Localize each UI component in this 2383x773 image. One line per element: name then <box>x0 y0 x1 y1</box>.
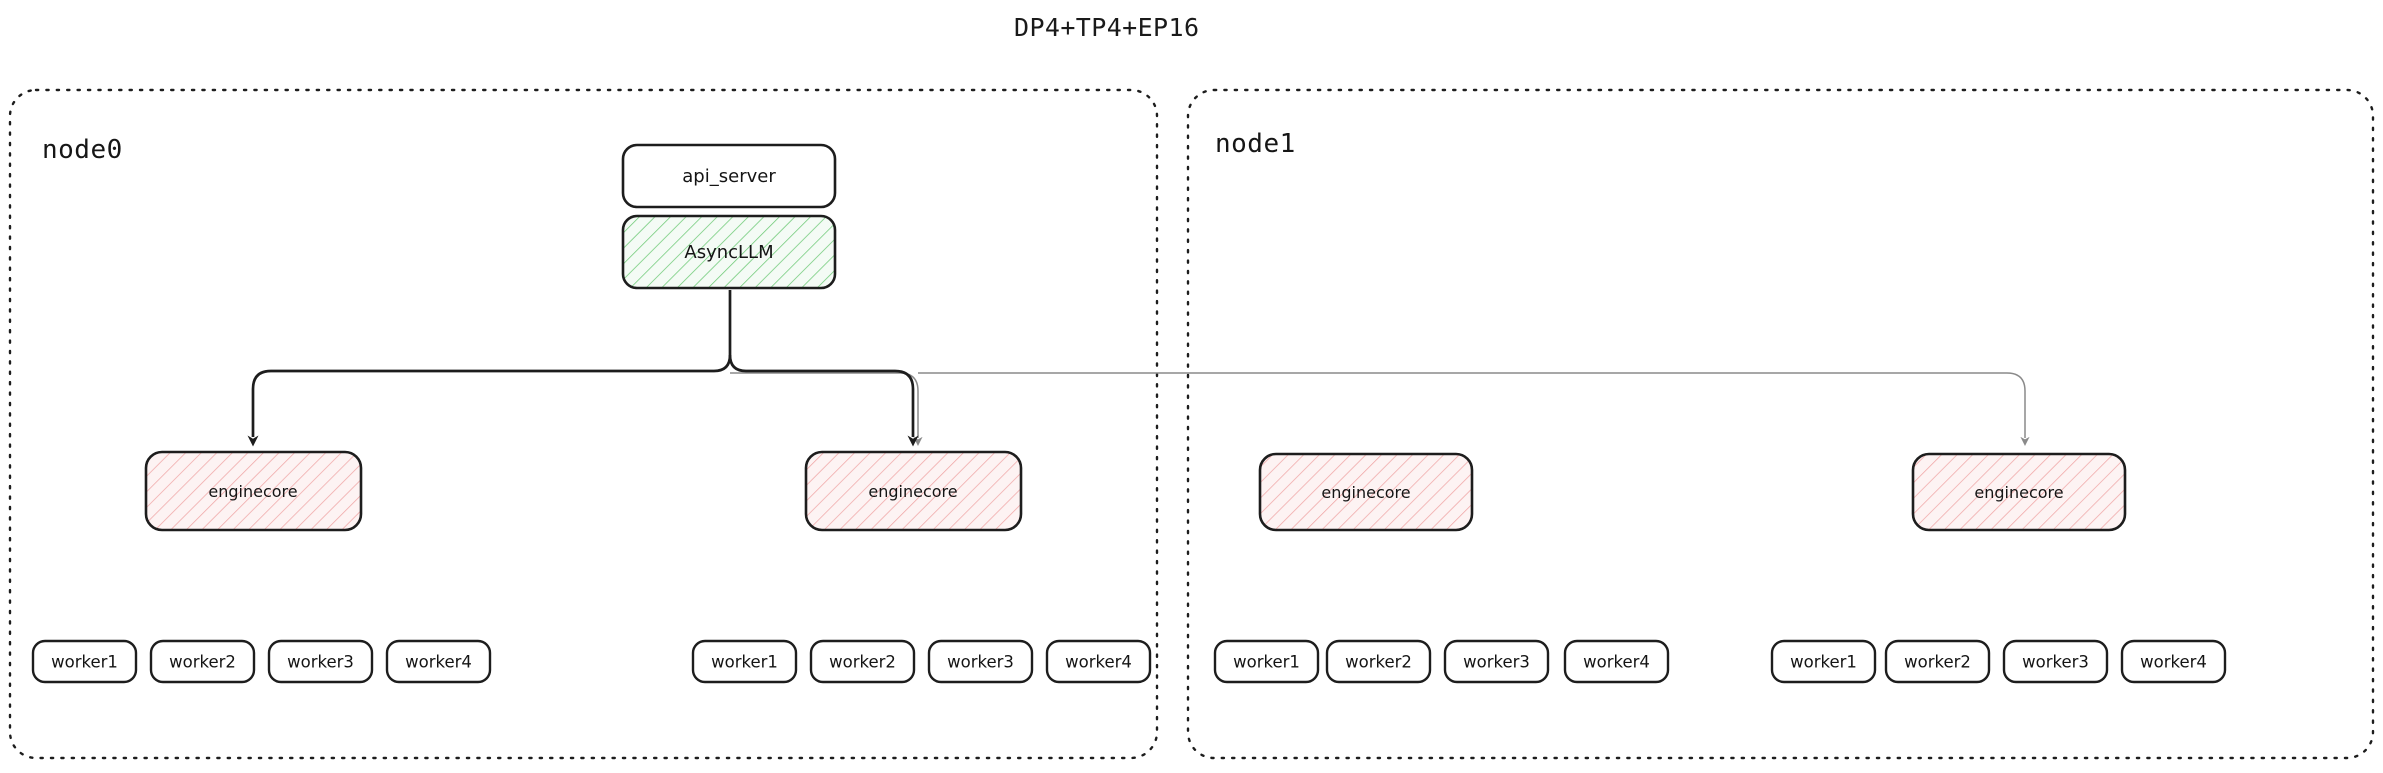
worker-node1-0-1-label: worker2 <box>1345 653 1412 672</box>
edge-asyncllm-to-node0-ec1 <box>728 354 919 447</box>
enginecore-node0-0[interactable]: enginecore <box>144 450 363 532</box>
worker-node0-0-1-shape[interactable] <box>149 639 256 684</box>
worker-box[interactable]: worker4 <box>385 639 492 684</box>
node-container-node0: node0 <box>8 88 1159 760</box>
edge-asyncllm-to-node0-ec0 <box>247 290 732 447</box>
node-container-node1: node1 <box>1186 88 2375 760</box>
enginecore-node1-1[interactable]: enginecore <box>1911 452 2127 532</box>
api-server-label: api_server <box>682 166 776 187</box>
worker-box[interactable]: worker3 <box>1443 639 1550 684</box>
node0-label: node0 <box>42 135 123 165</box>
worker-node1-0-0-label: worker1 <box>1233 653 1300 672</box>
enginecore-node1-0-label: enginecore <box>1321 483 1410 502</box>
worker-node1-0-0-shape[interactable] <box>1213 639 1320 684</box>
worker-node0-1-2-shape[interactable] <box>927 639 1034 684</box>
worker-row-node1-1: worker1 worker2 worker3 worker4 <box>1770 639 2227 684</box>
worker-node0-1-3-label: worker4 <box>1065 653 1132 672</box>
worker-node0-0-3-label: worker4 <box>405 653 472 672</box>
enginecore-node1-1-label: enginecore <box>1974 483 2063 502</box>
api-server-box-shape[interactable] <box>621 143 837 209</box>
worker-node1-0-3-shape[interactable] <box>1563 639 1670 684</box>
enginecore-node0-1-label: enginecore <box>868 482 957 501</box>
enginecore-node1-1-shape[interactable] <box>1911 452 2127 532</box>
worker-box[interactable]: worker2 <box>809 639 916 684</box>
enginecore-node0-0-label: enginecore <box>208 482 297 501</box>
worker-box[interactable]: worker2 <box>1884 639 1991 684</box>
page-title: DP4+TP4+EP16 <box>1014 13 1199 42</box>
worker-row-node0-1: worker1 worker2 worker3 worker4 <box>691 639 1152 684</box>
worker-box[interactable]: worker4 <box>1563 639 1670 684</box>
asyncllm-label: AsyncLLM <box>684 242 773 263</box>
edge-group-strong <box>247 290 919 447</box>
worker-box[interactable]: worker4 <box>2120 639 2227 684</box>
worker-box[interactable]: worker2 <box>1325 639 1432 684</box>
worker-node1-0-2-label: worker3 <box>1463 653 1530 672</box>
worker-node0-0-0-shape[interactable] <box>31 639 138 684</box>
worker-node1-0-1-shape[interactable] <box>1325 639 1432 684</box>
worker-box[interactable]: worker3 <box>927 639 1034 684</box>
worker-box[interactable]: worker3 <box>267 639 374 684</box>
asyncllm-box[interactable]: AsyncLLM <box>621 214 837 290</box>
worker-node0-0-0-label: worker1 <box>51 653 118 672</box>
worker-node1-1-2-label: worker3 <box>2022 653 2089 672</box>
edge-group-faint <box>730 372 2030 446</box>
worker-box[interactable]: worker1 <box>31 639 138 684</box>
node0-boundary <box>8 88 1159 760</box>
worker-node0-1-0-label: worker1 <box>711 653 778 672</box>
worker-box[interactable]: worker3 <box>2002 639 2109 684</box>
worker-node0-0-2-shape[interactable] <box>267 639 374 684</box>
worker-node0-1-3-shape[interactable] <box>1045 639 1152 684</box>
worker-node0-1-0-shape[interactable] <box>691 639 798 684</box>
worker-node0-1-1-label: worker2 <box>829 653 896 672</box>
enginecore-node0-0-shape[interactable] <box>144 450 363 532</box>
asyncllm-box-shape[interactable] <box>621 214 837 290</box>
worker-node1-1-0-label: worker1 <box>1790 653 1857 672</box>
worker-box[interactable]: worker1 <box>1213 639 1320 684</box>
enginecore-node0-1[interactable]: enginecore <box>804 450 1023 532</box>
worker-box[interactable]: worker1 <box>1770 639 1877 684</box>
worker-node0-0-1-label: worker2 <box>169 653 236 672</box>
worker-row-node0-0: worker1 worker2 worker3 worker4 <box>31 639 492 684</box>
edge-asyncllm-to-node1-ec1 <box>918 372 2030 446</box>
worker-node1-1-1-label: worker2 <box>1904 653 1971 672</box>
enginecore-node0-1-shape[interactable] <box>804 450 1023 532</box>
worker-node1-1-1-shape[interactable] <box>1884 639 1991 684</box>
worker-node1-1-3-shape[interactable] <box>2120 639 2227 684</box>
worker-box[interactable]: worker1 <box>691 639 798 684</box>
worker-node0-1-1-shape[interactable] <box>809 639 916 684</box>
edge-asyncllm-to-node1-ec0 <box>730 372 923 446</box>
worker-row-node1-0: worker1 worker2 worker3 worker4 <box>1213 639 1670 684</box>
worker-node0-0-3-shape[interactable] <box>385 639 492 684</box>
worker-node0-0-2-label: worker3 <box>287 653 354 672</box>
enginecore-node1-0-shape[interactable] <box>1258 452 1474 532</box>
enginecore-node1-0[interactable]: enginecore <box>1258 452 1474 532</box>
node1-label: node1 <box>1215 129 1296 159</box>
worker-box[interactable]: worker2 <box>149 639 256 684</box>
worker-node1-0-2-shape[interactable] <box>1443 639 1550 684</box>
api-server-box[interactable]: api_server <box>621 143 837 209</box>
worker-node1-0-3-label: worker4 <box>1583 653 1650 672</box>
worker-node1-1-3-label: worker4 <box>2140 653 2207 672</box>
worker-node0-1-2-label: worker3 <box>947 653 1014 672</box>
worker-box[interactable]: worker4 <box>1045 639 1152 684</box>
worker-node1-1-0-shape[interactable] <box>1770 639 1877 684</box>
worker-node1-1-2-shape[interactable] <box>2002 639 2109 684</box>
